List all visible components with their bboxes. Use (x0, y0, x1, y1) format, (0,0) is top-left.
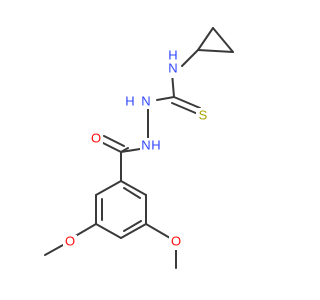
atom-bg (167, 63, 180, 78)
atom-h-hydrazine-lower: H (151, 138, 160, 153)
bond-benz-inner-2 (123, 220, 142, 232)
bond-c-s-1 (173, 96, 201, 109)
atom-h-cyclopropyl: H (168, 48, 177, 63)
atom-o-carbonyl: O (91, 131, 101, 146)
atom-n-cyclopropyl: N (168, 61, 177, 76)
bond-c-o-2 (103, 135, 125, 147)
bond-benz-3 (95, 223, 122, 239)
atom-n-hydrazine-upper: N (141, 94, 150, 109)
bond-c-s-2 (171, 102, 199, 115)
bond-ring-ome-right (145, 223, 171, 239)
bond-ring-c (197, 49, 234, 53)
atom-bg (196, 108, 209, 123)
bond-nh-carbonyl (120, 148, 141, 153)
bond-benz-1 (95, 180, 122, 196)
bond-benz-4 (120, 223, 147, 239)
atom-labels: N H S N H N H O O O (63, 48, 209, 250)
molecule-canvas: N H S N H N H O O O (44, 27, 234, 269)
bond-c-o-1b (100, 141, 122, 153)
atom-bg (169, 235, 183, 250)
bond-ring-nh (181, 49, 199, 67)
atom-bg (63, 235, 77, 250)
atom-o-methoxy-right: O (171, 234, 181, 249)
bonds (44, 27, 234, 269)
bond-ring-a (197, 27, 214, 51)
bond-benz-6 (120, 180, 147, 196)
bond-ring-b (212, 27, 234, 53)
atom-h-hydrazine-upper: H (125, 94, 134, 109)
atom-bg (140, 94, 153, 109)
atom-bg (89, 131, 103, 146)
atom-n-hydrazine-lower: N (141, 138, 150, 153)
atom-o-methoxy-left: O (65, 234, 75, 249)
bond-c-nh2 (156, 96, 175, 101)
atom-s-thio: S (199, 108, 208, 123)
bond-benz-inner-3 (123, 187, 141, 199)
atom-bg (140, 138, 162, 153)
bond-c-o-1 (120, 147, 129, 153)
bond-ome-left-ch3 (44, 244, 64, 256)
structure-drawing: N H S N H N H O O O (44, 27, 234, 269)
